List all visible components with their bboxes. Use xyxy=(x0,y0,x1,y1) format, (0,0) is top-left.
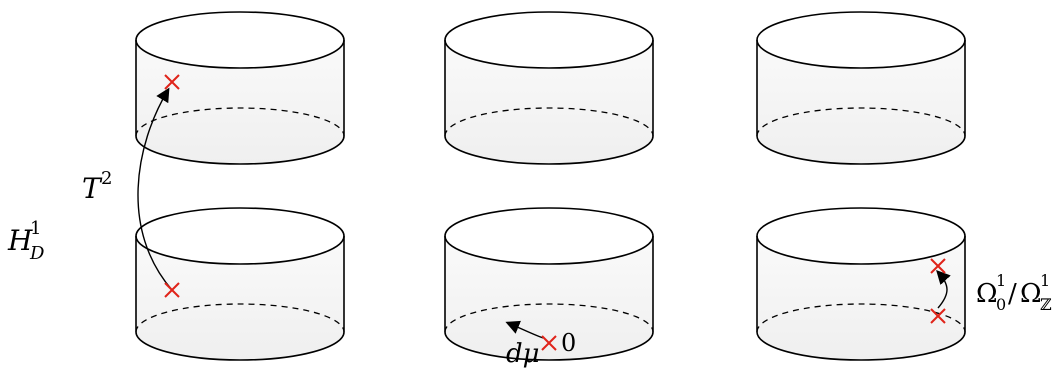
cylinder-top-ellipse xyxy=(135,11,345,69)
cylinder-bottom-front-solid xyxy=(135,331,345,361)
arrow-bottom-middle-dmu xyxy=(505,320,544,339)
label-zero: 0 xyxy=(561,329,576,357)
label-omega-slash: / xyxy=(1008,279,1017,309)
arrow-bottom-left-to-top-left xyxy=(137,87,173,291)
cylinder-top-left xyxy=(135,11,345,165)
bottom-right-upper-marker xyxy=(930,258,946,274)
cylinder-top-ellipse xyxy=(444,207,654,265)
label-h-d: H 1 D xyxy=(7,218,45,264)
label-t-squared: T 2 xyxy=(82,168,112,205)
cylinder-bottom-back-dashed xyxy=(444,107,654,137)
cylinder-bottom-left xyxy=(135,207,345,361)
cylinder-top-right xyxy=(756,11,966,165)
label-t-sup: 2 xyxy=(101,168,112,189)
cylinder-bottom-back-dashed xyxy=(135,303,345,333)
bottom-middle-marker xyxy=(541,335,557,351)
label-dmu-zero: dμ 0 xyxy=(506,329,576,369)
cylinder-body xyxy=(757,40,965,164)
cylinder-bottom-front-solid xyxy=(135,135,345,165)
label-h-d-sup: 1 xyxy=(30,218,41,239)
cylinder-body xyxy=(136,40,344,164)
label-omega-left-sup: 1 xyxy=(996,271,1006,290)
cylinder-top-ellipse xyxy=(756,11,966,69)
cylinder-body xyxy=(757,236,965,360)
label-h-d-sub: D xyxy=(29,243,45,264)
cylinder-bottom-front-solid xyxy=(756,135,966,165)
cylinders-layer xyxy=(135,11,966,361)
cylinder-bottom-back-dashed xyxy=(756,303,966,333)
bottom-right-lower-marker xyxy=(930,308,946,324)
arrow-bottom-right-lower-to-upper xyxy=(936,269,951,309)
cylinder-bottom-middle xyxy=(444,207,654,361)
cylinder-bottom-front-solid xyxy=(756,331,966,361)
label-h-d-main: H xyxy=(7,224,33,257)
cylinder-bottom-back-dashed xyxy=(135,107,345,137)
cylinder-bottom-front-solid xyxy=(444,135,654,165)
label-dmu: dμ xyxy=(506,339,540,369)
cylinder-top-ellipse xyxy=(756,207,966,265)
arrows-layer xyxy=(137,87,951,339)
cylinder-bottom-back-dashed xyxy=(756,107,966,137)
markers-layer xyxy=(164,74,946,351)
label-omega-right-sup: 1 xyxy=(1040,271,1050,290)
cylinder-bottom-right xyxy=(756,207,966,361)
label-omega-right-main: Ω xyxy=(1020,279,1042,309)
cylinder-top-ellipse xyxy=(135,207,345,265)
cylinder-body xyxy=(445,236,653,360)
label-t-main: T xyxy=(82,172,103,205)
label-omega-left-main: Ω xyxy=(976,279,998,309)
label-omega-left-sub: 0 xyxy=(996,295,1006,314)
label-omega-quotient: Ω 1 0 / Ω 1 ℤ xyxy=(976,271,1052,314)
cylinder-top-middle xyxy=(444,11,654,165)
bottom-left-marker xyxy=(164,282,180,298)
cylinder-bottom-front-solid xyxy=(444,331,654,361)
cylinder-bottom-back-dashed xyxy=(444,303,654,333)
label-omega-right-sub: ℤ xyxy=(1040,295,1052,314)
top-left-marker xyxy=(164,74,180,90)
cylinder-body xyxy=(136,236,344,360)
cylinder-top-ellipse xyxy=(444,11,654,69)
cylinder-body xyxy=(445,40,653,164)
